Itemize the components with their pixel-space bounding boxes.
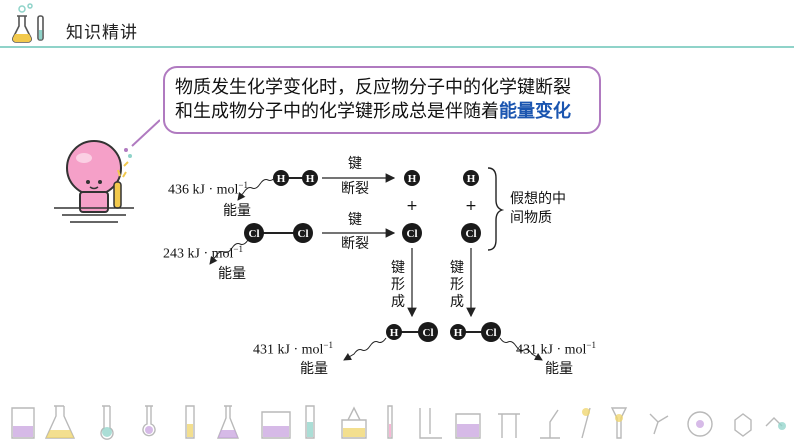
energy-value: 243 kJ · mol: [163, 246, 234, 262]
atom-cl: [293, 223, 313, 243]
energy-exponent: −1: [323, 340, 333, 350]
mascot-flask-icon: [54, 119, 160, 223]
atom-cl-label: Cl: [407, 228, 418, 240]
callout-highlight: 能量变化: [499, 101, 571, 122]
page-title: 知识精讲: [66, 23, 138, 43]
atom-h: [404, 170, 420, 186]
energy-arrow-out: [343, 337, 387, 361]
energy-label: 能量: [218, 266, 246, 282]
atom-h-label: H: [467, 173, 476, 185]
atom-cl: [461, 223, 481, 243]
atom-h: [386, 324, 402, 340]
energy-value: 431 kJ · mol: [516, 342, 587, 358]
energy-exponent: −1: [238, 180, 248, 190]
energy-arrow-in: [237, 175, 277, 201]
energy-value: 436 kJ · mol: [168, 182, 239, 198]
bond-form-label: 键: [450, 260, 464, 276]
energy-label: 能量: [300, 361, 328, 377]
atom-cl-label: Cl: [298, 228, 309, 240]
atom-h-label: H: [454, 327, 463, 339]
bond-break-label: 断裂: [341, 236, 369, 252]
atom-h-label: H: [277, 173, 286, 185]
atom-h-label: H: [306, 173, 315, 185]
bond-form-label: 键: [391, 260, 405, 276]
atom-cl-label: Cl: [423, 327, 434, 339]
energy-arrow-out: [499, 337, 543, 361]
atom-h: [273, 170, 289, 186]
hypothetical-label: 间物质: [510, 210, 552, 226]
bond-break-label: 键: [348, 156, 362, 172]
plus-sign: +: [406, 198, 418, 214]
energy-exponent: −1: [586, 340, 596, 350]
atom-cl-label: Cl: [466, 228, 477, 240]
energy-arrow-in: [209, 239, 249, 265]
atom-cl: [418, 322, 438, 342]
atom-cl: [481, 322, 501, 342]
header: 知识精讲: [0, 0, 794, 52]
bond-break-label: 键: [348, 212, 362, 228]
atom-cl: [244, 223, 264, 243]
callout-line-2-text: 和生成物分子中的化学键形成总是伴随着: [175, 101, 499, 122]
lab-equipment-footer-icons: [11, 405, 786, 440]
atom-cl-label: Cl: [249, 228, 260, 240]
energy-clcl: 243 kJ · mol−1: [163, 244, 243, 263]
atom-cl: [402, 223, 422, 243]
energy-hcl-1: 431 kJ · mol−1: [253, 340, 333, 359]
plus-sign: +: [465, 198, 477, 214]
atom-h-label: H: [408, 173, 417, 185]
bond-form-label: 形: [450, 277, 464, 293]
callout-text: 物质发生化学变化时，反应物分子中的化学键断裂 和生成物分子中的化学键形成总是伴随…: [175, 76, 571, 124]
energy-value: 431 kJ · mol: [253, 342, 324, 358]
atom-cl-label: Cl: [486, 327, 497, 339]
callout-line-2: 和生成物分子中的化学键形成总是伴随着能量变化: [175, 100, 571, 124]
energy-label: 能量: [223, 203, 251, 219]
bond-form-label: 形: [391, 277, 405, 293]
energy-label: 能量: [545, 361, 573, 377]
energy-hcl-2: 431 kJ · mol−1: [516, 340, 596, 359]
energy-hh: 436 kJ · mol−1: [168, 180, 248, 199]
hypothetical-label: 假想的中: [510, 191, 566, 207]
atom-h: [302, 170, 318, 186]
header-divider: [0, 46, 794, 48]
atom-h-label: H: [390, 327, 399, 339]
callout-bubble: 物质发生化学变化时，反应物分子中的化学键断裂 和生成物分子中的化学键形成总是伴随…: [163, 66, 601, 134]
brace: [487, 167, 505, 251]
bond-form-label: 成: [391, 294, 405, 310]
atom-h: [450, 324, 466, 340]
bond-break-label: 断裂: [341, 181, 369, 197]
atom-h: [463, 170, 479, 186]
callout-line-1: 物质发生化学变化时，反应物分子中的化学键断裂: [175, 77, 571, 98]
flask-icon: [12, 3, 44, 43]
bond-form-label: 成: [450, 294, 464, 310]
energy-exponent: −1: [233, 244, 243, 254]
